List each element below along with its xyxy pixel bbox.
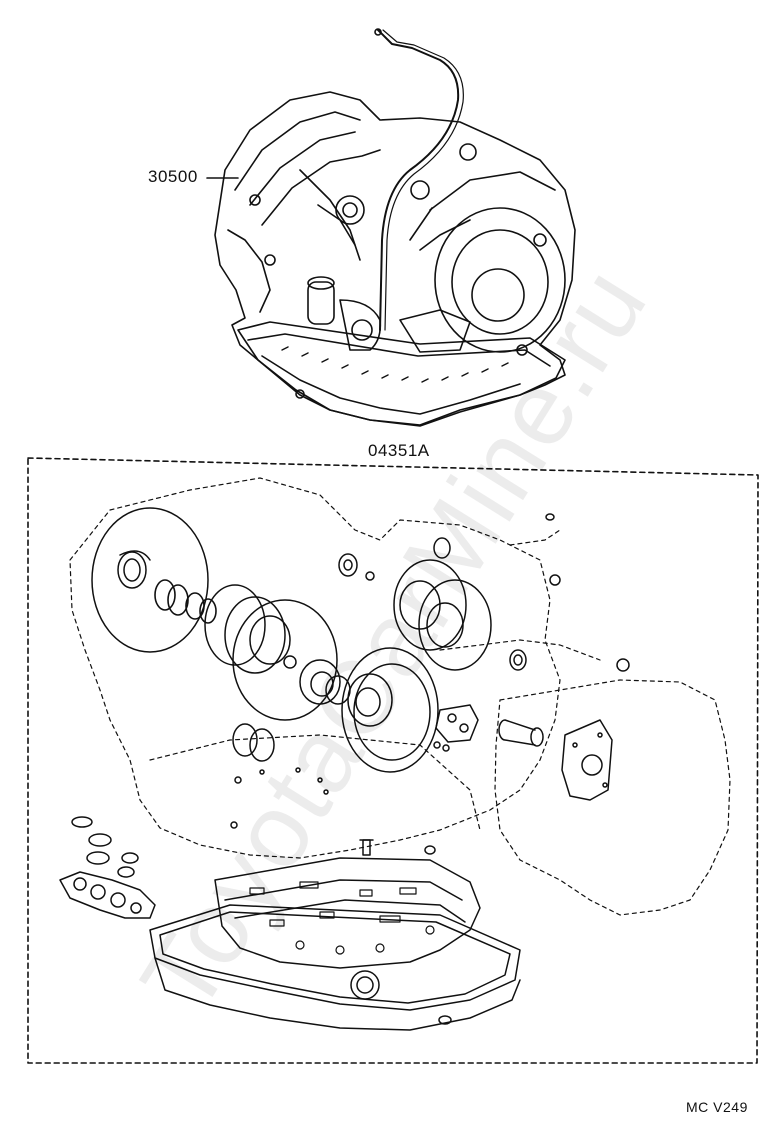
clutch-drum-disc	[341, 647, 439, 773]
oil-pan-lower	[154, 957, 521, 1031]
kit-boundary-frame	[27, 457, 759, 1064]
torque-converter-disc	[91, 507, 209, 653]
diagram-reference-code: MC V249	[686, 1099, 748, 1115]
oil-pan-gasket	[149, 904, 521, 1011]
pump-seal-disc-1	[393, 559, 467, 651]
valve-body-gasket-small	[59, 871, 156, 919]
side-cover-gasket	[561, 719, 613, 801]
overhaul-kit-drawing	[59, 477, 731, 1031]
shift-cable	[377, 29, 460, 331]
sleeve-bushing	[498, 719, 536, 746]
snap-ring-set	[154, 579, 217, 624]
clutch-plate-2	[232, 599, 338, 721]
clutch-plate-1	[204, 584, 266, 666]
oil-pan	[237, 321, 566, 427]
transaxle-assembly-drawing	[214, 28, 576, 427]
pump-seal-disc-2	[418, 579, 492, 671]
small-gasket	[435, 704, 479, 743]
housing-ghost-right	[494, 679, 731, 916]
transaxle-assembly-part-number: 30500	[148, 167, 198, 186]
overhaul-kit-part-number: 04351A	[368, 441, 430, 460]
transaxle-case	[214, 91, 576, 426]
housing-ghost-left	[69, 477, 561, 859]
valve-body-plate	[214, 857, 481, 969]
oil-seal	[299, 659, 341, 705]
o-ring-1	[71, 816, 93, 828]
